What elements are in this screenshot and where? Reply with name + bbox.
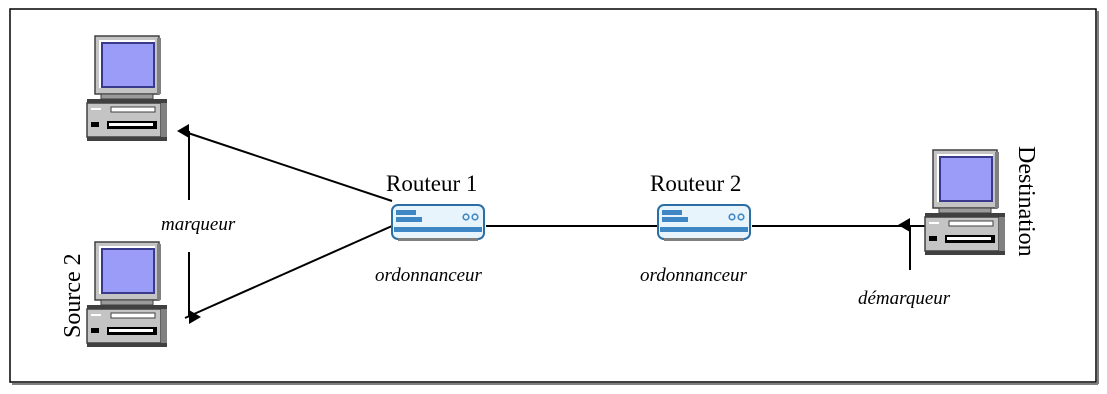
router-icon: [657, 204, 751, 242]
marker-arrows: [177, 124, 911, 324]
computer-icon: [86, 35, 168, 142]
router1-role: ordonnanceur: [375, 265, 483, 286]
computer-icon: [86, 241, 168, 348]
router-icon: [391, 204, 485, 242]
link-source2-router1: [184, 225, 393, 319]
demarker-label: démarqueur: [858, 288, 951, 309]
link-source1-router1: [184, 131, 393, 202]
destination-label: Destination: [1013, 146, 1039, 257]
router1-label: Routeur 1: [386, 171, 477, 196]
router2-role: ordonnanceur: [640, 265, 748, 286]
computer-icon: [924, 149, 1006, 256]
marker-label: marqueur: [161, 214, 236, 235]
source2-label: Source 2: [60, 253, 86, 338]
router2-label: Routeur 2: [650, 171, 741, 196]
